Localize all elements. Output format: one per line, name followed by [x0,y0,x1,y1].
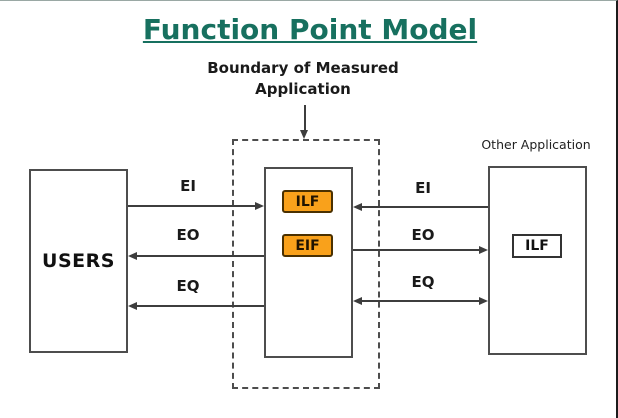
flow-line-eo-right [353,249,479,251]
flow-label-ei-right: EI [415,179,431,197]
users-label: USERS [42,250,115,272]
flow-label-ei-left: EI [180,177,196,195]
flow-line-eo-left [137,255,264,257]
eif-label: EIF [295,237,320,254]
flow-line-ei-right [362,206,488,208]
boundary-pointer-line [304,105,306,132]
other-app-box [488,166,587,355]
other-ilf-box: ILF [512,234,562,258]
arrowhead-left-icon [128,252,137,260]
flow-line-eq-left [137,305,264,307]
boundary-caption: Boundary of Measured Application [207,58,399,100]
flow-line-ei-left [128,205,256,207]
arrowhead-right-icon [255,202,264,210]
flow-label-eo-right: EO [411,226,435,244]
arrowhead-right-icon [479,297,488,305]
flow-label-eo-left: EO [176,226,200,244]
arrowhead-left-icon [353,297,362,305]
boundary-caption-line1: Boundary of Measured [207,59,399,77]
arrowhead-right-icon [479,246,488,254]
other-app-caption: Other Application [481,137,591,152]
arrowhead-down-icon [300,130,308,139]
page-title: Function Point Model [142,13,478,46]
arrowhead-left-icon [353,203,362,211]
ilf-box: ILF [282,190,333,213]
eif-box: EIF [282,234,333,257]
other-ilf-label: ILF [525,238,549,254]
flow-label-eq-left: EQ [176,277,200,295]
flow-line-eq-right [362,300,479,302]
ilf-label: ILF [295,193,320,210]
users-box: USERS [29,169,128,353]
arrowhead-left-icon [128,302,137,310]
flow-label-eq-right: EQ [411,273,435,291]
boundary-box [232,139,380,389]
boundary-caption-line2: Application [255,80,351,98]
